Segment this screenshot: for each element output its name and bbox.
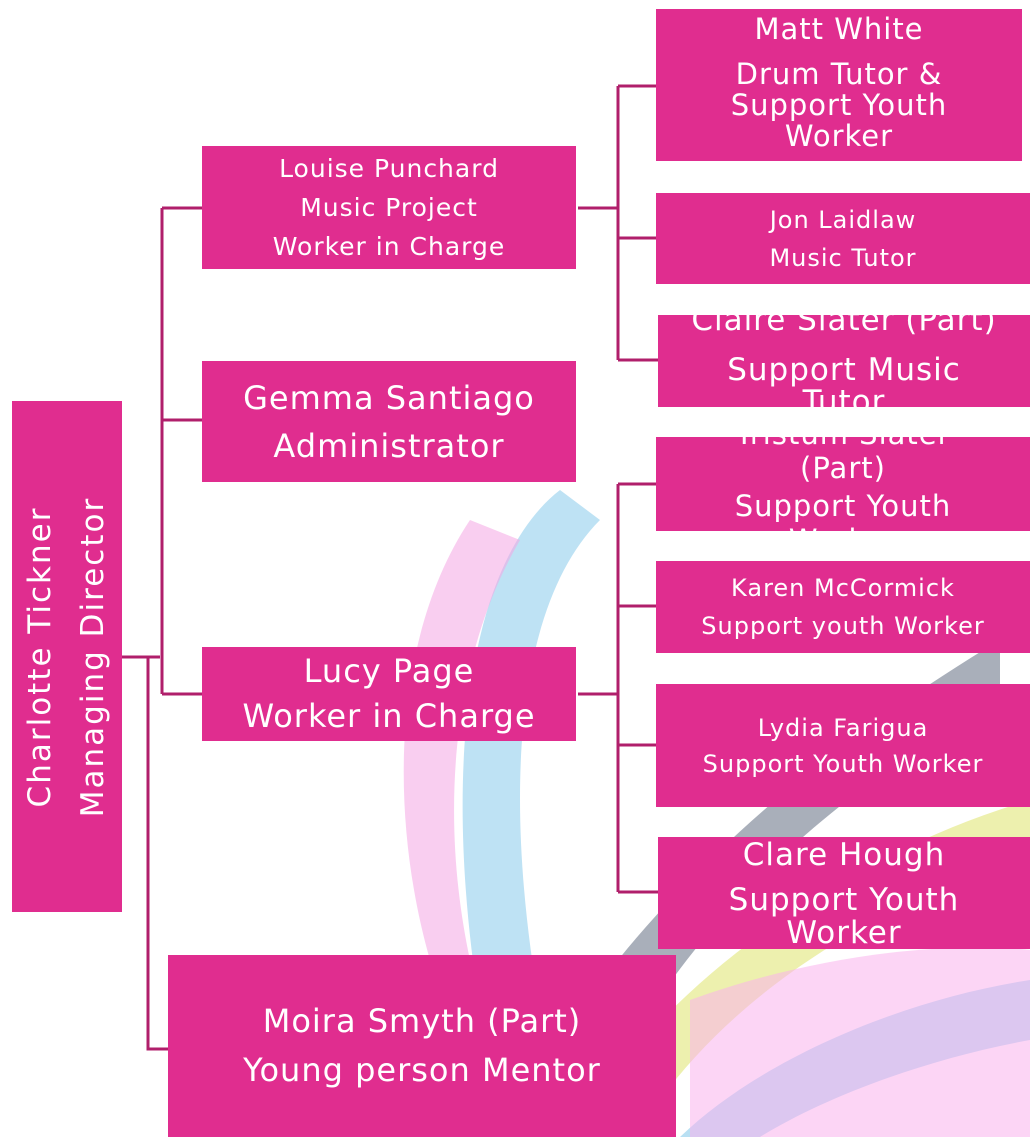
staff-role-line: Worker bbox=[786, 915, 902, 950]
director-role: Managing Director bbox=[75, 496, 111, 817]
manager-role-line: Music Project bbox=[300, 193, 478, 222]
staff-role-line: Music Tutor bbox=[769, 243, 917, 272]
manager-role-line: Administrator bbox=[273, 426, 505, 465]
staff-box: Karen McCormick Support youth Worker bbox=[656, 561, 1030, 653]
staff-name: Lydia Farigua bbox=[757, 713, 929, 742]
staff-role-line: Support Youth bbox=[728, 882, 960, 918]
staff-name: Clare Hough bbox=[742, 837, 946, 873]
staff-name: Jon Laidlaw bbox=[769, 205, 917, 234]
staff-name: Tristum Slater bbox=[735, 437, 950, 451]
staff-role-line: Support Youth bbox=[730, 88, 948, 122]
manager-name: Louise Punchard bbox=[279, 154, 499, 183]
staff-role-line: Support Youth Worker bbox=[702, 749, 984, 778]
staff-name: Matt White bbox=[754, 12, 924, 46]
staff-box: Clare Hough Support Youth Worker bbox=[658, 837, 1030, 949]
staff-role-line: Tutor bbox=[802, 384, 886, 407]
mentor-role: Young person Mentor bbox=[243, 1051, 601, 1089]
staff-box: Lydia Farigua Support Youth Worker bbox=[656, 684, 1030, 807]
staff-role-line: Support Music bbox=[727, 352, 961, 388]
staff-role-line: Support youth Worker bbox=[701, 612, 985, 640]
staff-role-line: (Part) bbox=[800, 451, 886, 485]
staff-box: Matt White Drum Tutor & Support Youth Wo… bbox=[656, 9, 1022, 161]
manager-role-line: Worker in Charge bbox=[242, 697, 536, 735]
staff-role-line: Worker bbox=[789, 523, 897, 531]
staff-role-line: Drum Tutor & bbox=[735, 57, 943, 91]
staff-box: Jon Laidlaw Music Tutor bbox=[656, 193, 1030, 284]
staff-name: Karen McCormick bbox=[731, 574, 955, 602]
staff-box: Claire Slater (Part) Support Music Tutor bbox=[658, 315, 1030, 407]
manager-box: Lucy Page Worker in Charge bbox=[202, 647, 576, 741]
manager-box: Gemma Santiago Administrator bbox=[202, 361, 576, 482]
staff-box: Tristum Slater (Part) Support Youth Work… bbox=[656, 437, 1030, 531]
mentor-box: Moira Smyth (Part) Young person Mentor bbox=[168, 955, 676, 1137]
staff-role-line: Support Youth bbox=[734, 489, 952, 523]
director-name: Charlotte Tickner bbox=[22, 506, 58, 807]
director-box: Charlotte Tickner Managing Director bbox=[12, 401, 122, 912]
manager-name: Gemma Santiago bbox=[243, 378, 535, 417]
staff-role-line: Worker bbox=[784, 119, 894, 153]
mentor-name: Moira Smyth (Part) bbox=[262, 1002, 582, 1040]
manager-box: Louise Punchard Music Project Worker in … bbox=[202, 146, 576, 269]
manager-role-line: Worker in Charge bbox=[272, 232, 506, 261]
manager-name: Lucy Page bbox=[303, 652, 475, 690]
staff-name: Claire Slater (Part) bbox=[691, 315, 997, 338]
